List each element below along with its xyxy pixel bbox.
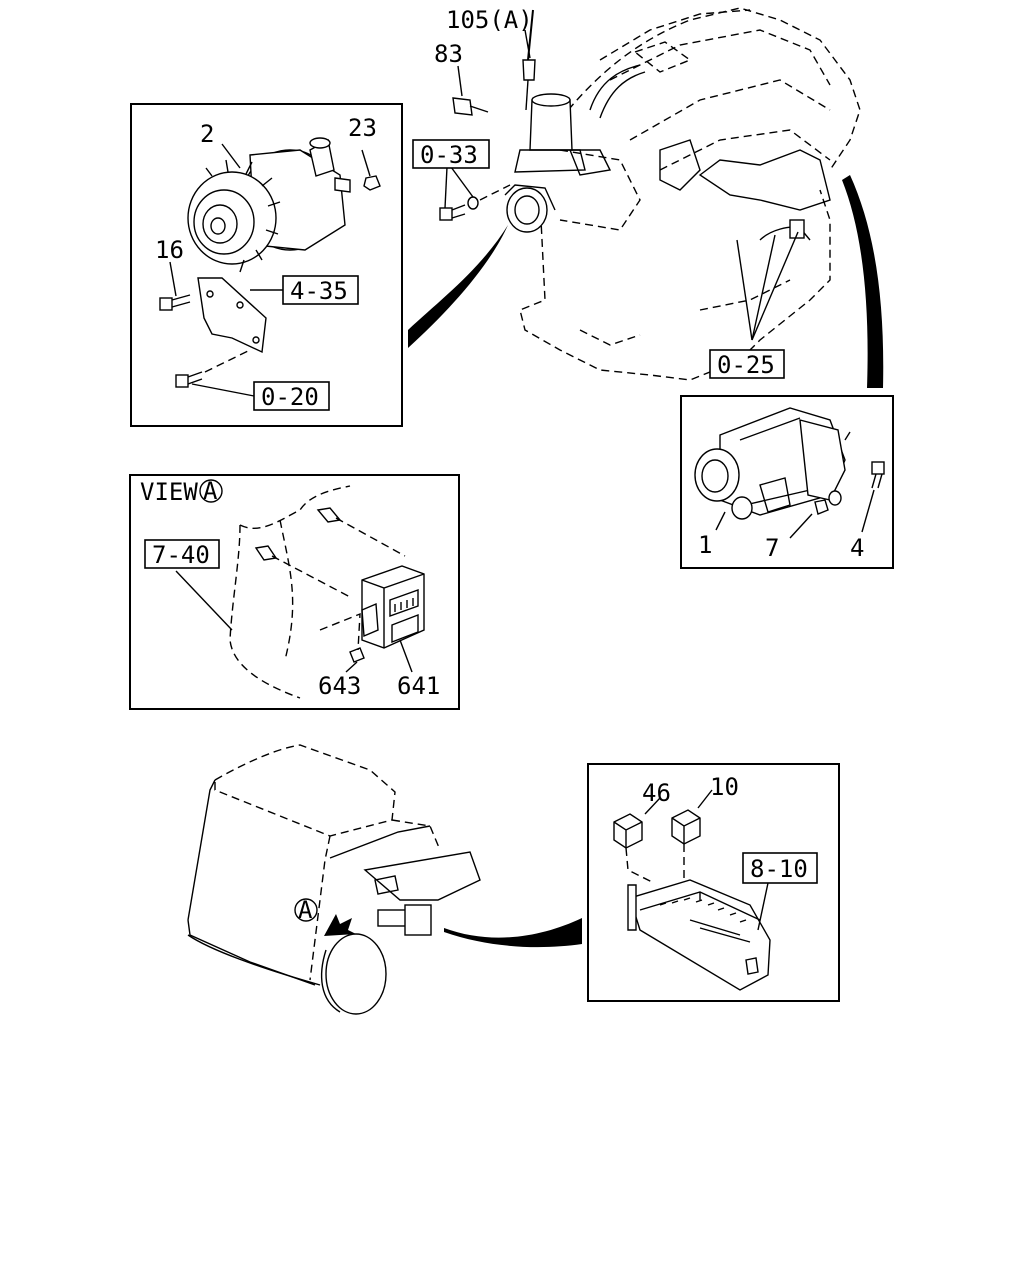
connector-arrow-starter	[842, 175, 884, 388]
svg-text:0-20: 0-20	[261, 383, 319, 411]
callout-7: 7	[765, 534, 779, 562]
ref-8-10: 8-10	[742, 852, 818, 884]
truck-marker-circle: A	[294, 896, 318, 924]
callout-10: 10	[710, 773, 739, 801]
connector-arrow-alternator	[408, 225, 508, 348]
alternator-panel	[130, 103, 403, 427]
truck-illustration	[187, 744, 481, 1015]
callout-2: 2	[200, 120, 214, 148]
ref-0-20: 0-20	[253, 381, 330, 411]
ref-0-33: 0-33	[412, 139, 490, 169]
relay-panel	[587, 763, 840, 1002]
callout-4: 4	[850, 534, 864, 562]
ref-4-35: 4-35	[282, 275, 359, 305]
ref-0-25: 0-25	[709, 349, 785, 379]
ref-7-40: 7-40	[144, 539, 220, 569]
view-marker-circle: A	[199, 477, 223, 505]
svg-text:A: A	[203, 477, 218, 505]
starter-panel	[680, 395, 894, 569]
svg-text:7-40: 7-40	[152, 541, 210, 569]
svg-text:8-10: 8-10	[750, 855, 808, 883]
callout-83: 83	[434, 40, 463, 68]
view-a-panel	[129, 474, 460, 710]
view-title: VIEW	[140, 478, 198, 506]
callout-16: 16	[155, 236, 184, 264]
callout-46: 46	[642, 779, 671, 807]
svg-text:0-25: 0-25	[717, 351, 775, 379]
callout-641: 641	[397, 672, 440, 700]
svg-text:0-33: 0-33	[420, 141, 478, 169]
callout-105A: 105(A)	[446, 6, 533, 34]
engine-block	[439, 7, 861, 381]
callout-1: 1	[698, 531, 712, 559]
connector-arrow-relay	[444, 918, 582, 948]
callout-23: 23	[348, 114, 377, 142]
callout-643: 643	[318, 672, 361, 700]
svg-text:4-35: 4-35	[290, 277, 348, 305]
svg-text:A: A	[298, 896, 313, 924]
